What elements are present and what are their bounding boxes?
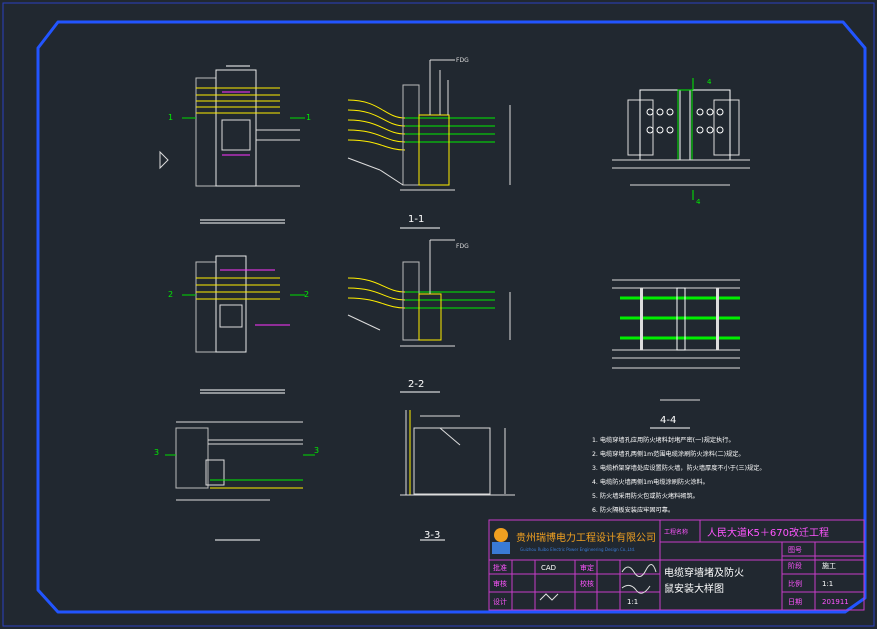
scale-value: 1:1 xyxy=(627,598,638,606)
section-mark-3-right: 3 xyxy=(314,446,319,455)
signature-1 xyxy=(621,564,657,577)
callout-fdg-2: FDG xyxy=(456,243,469,250)
detail-4-4-section xyxy=(612,279,740,429)
company-name: 贵州瑞博电力工程设计有限公司 xyxy=(516,531,656,544)
detail-1-elevation xyxy=(159,65,305,224)
right-row-value-2: 施工 xyxy=(822,561,836,570)
section-mark-2-right: 2 xyxy=(304,290,309,299)
section-mark-1-right: 1 xyxy=(306,113,311,122)
drawing-title-line-2: 鼠安装大样图 xyxy=(664,582,724,595)
check-label: 校核 xyxy=(580,579,594,588)
row-label-review: 审核 xyxy=(493,579,507,588)
right-row-label-2: 阶段 xyxy=(788,561,802,570)
signature-3 xyxy=(539,593,559,601)
cad-value: CAD xyxy=(541,564,556,572)
note-line-5: 5. 防火墙采用防火包或防火堵料砌筑。 xyxy=(592,492,699,500)
company-name-en: Guizhou Ruibo Electric Power Engineering… xyxy=(520,547,635,552)
section-label-4-4: 4-4 xyxy=(660,415,676,426)
project-label: 工程名称 xyxy=(664,528,688,536)
section-label-3-3: 3-3 xyxy=(424,530,440,541)
detail-3-elevation xyxy=(165,421,315,541)
right-row-value-3: 1:1 xyxy=(822,580,833,588)
right-row-label-4: 日期 xyxy=(788,598,802,606)
signature-2 xyxy=(621,584,651,594)
right-row-label-3: 比例 xyxy=(788,579,802,588)
row-label-approve: 批准 xyxy=(493,563,507,572)
note-line-4: 4. 电缆防火墙两侧1m电缆涂刷防火涂料。 xyxy=(592,478,709,486)
section-label-2-2: 2-2 xyxy=(408,379,424,390)
right-row-label-1: 图号 xyxy=(788,546,802,554)
note-line-6: 6. 防火隔板安装应牢固可靠。 xyxy=(592,506,674,514)
row-label-design: 设计 xyxy=(493,597,507,606)
detail-4-plan-top xyxy=(612,78,750,200)
detail-1-1-section xyxy=(347,59,511,229)
detail-2-elevation xyxy=(182,255,305,394)
note-line-2: 2. 电缆穿墙孔两侧1m范围电缆涂刷防火涂料(二)规定。 xyxy=(592,450,745,458)
company-logo xyxy=(492,528,510,554)
section-mark-2-left: 2 xyxy=(168,290,173,299)
section-mark-4-top: 4 xyxy=(707,78,712,86)
title-block xyxy=(488,519,865,611)
approve-label: 审定 xyxy=(580,563,594,572)
detail-2-2-section xyxy=(347,239,511,393)
drawing-title-line-1: 电缆穿墙堵及防火 xyxy=(664,566,744,579)
section-mark-3-left: 3 xyxy=(154,448,159,457)
callout-fdg-1: FDG xyxy=(456,57,469,64)
section-mark-4-bottom: 4 xyxy=(696,198,701,206)
section-label-1-1: 1-1 xyxy=(408,214,424,225)
note-line-1: 1. 电缆穿墙孔应用防火堵料封堵严密(一)规定执行。 xyxy=(592,436,735,444)
right-row-value-4: 201911 xyxy=(822,598,849,606)
note-line-3: 3. 电缆桥架穿墙处应设置防火墙，防火墙厚度不小于(三)规定。 xyxy=(592,464,766,472)
detail-3-3-section xyxy=(400,410,515,541)
project-name: 人民大道K5＋670改迁工程 xyxy=(707,526,829,539)
drawing-border xyxy=(36,20,867,614)
section-mark-1-left: 1 xyxy=(168,113,173,122)
notes-block: 1. 电缆穿墙孔应用防火堵料封堵严密(一)规定执行。 2. 电缆穿墙孔两侧1m范… xyxy=(592,436,766,514)
